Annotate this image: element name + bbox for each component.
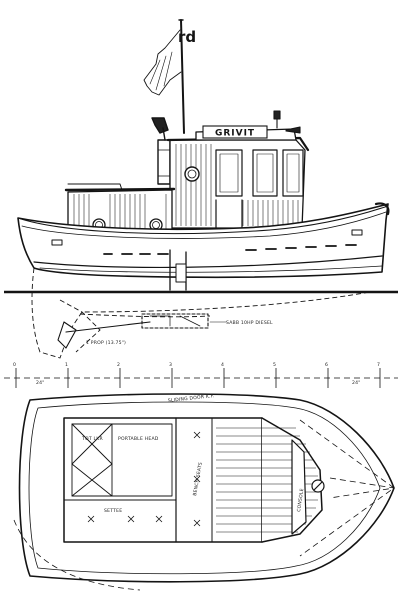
svg-text:3: 3 bbox=[169, 362, 172, 368]
plan-dashed-lines bbox=[13, 419, 395, 591]
cabin-planking bbox=[175, 144, 299, 226]
hull-profile bbox=[17, 203, 389, 278]
pilot-house-windows bbox=[215, 149, 304, 229]
hull-portlight bbox=[51, 229, 363, 246]
label-portable-head: PORTABLE HEAD bbox=[118, 436, 159, 442]
station-numbers: 0 1 2 3 4 5 6 7 bbox=[13, 362, 380, 368]
svg-text:0: 0 bbox=[13, 362, 16, 368]
svg-text:5: 5 bbox=[273, 362, 276, 368]
rub-rail bbox=[103, 244, 357, 255]
label-console: CONSOLE bbox=[296, 488, 305, 512]
svg-text:1: 1 bbox=[65, 362, 68, 368]
searchlight bbox=[273, 110, 301, 134]
mast bbox=[178, 19, 185, 134]
smoke-stack bbox=[151, 117, 171, 185]
console bbox=[291, 439, 325, 535]
deckhouse-planking bbox=[73, 194, 167, 230]
engine-note: SABB 10HP DIESEL bbox=[226, 320, 273, 326]
name-board bbox=[202, 125, 268, 139]
head-compartment bbox=[71, 423, 173, 497]
underwater-profile bbox=[31, 267, 371, 359]
propeller bbox=[57, 313, 209, 349]
dimension-right: 24" bbox=[352, 380, 361, 386]
prop-note: 1 PROP (13.75") bbox=[86, 340, 126, 346]
label-sliding-door: SLIDING DOOR K.F. bbox=[168, 393, 215, 404]
bow-fender bbox=[374, 202, 390, 216]
svg-text:4: 4 bbox=[221, 362, 224, 368]
flag bbox=[143, 29, 182, 96]
label-settee: SETTEE bbox=[104, 508, 122, 514]
label-toilet: TOT LKR bbox=[81, 436, 103, 442]
station-line bbox=[4, 368, 398, 388]
svg-text:7: 7 bbox=[377, 362, 380, 368]
settee-markers bbox=[87, 431, 201, 527]
keel-and-rudder bbox=[169, 249, 187, 291]
dimension-left: 24" bbox=[36, 380, 45, 386]
boat-name: GRIVIT bbox=[215, 129, 255, 139]
svg-text:2: 2 bbox=[117, 362, 120, 368]
label-bench: BENCH SEATS bbox=[192, 462, 204, 497]
pilot-house-portlight bbox=[184, 166, 200, 182]
svg-text:6: 6 bbox=[325, 362, 328, 368]
